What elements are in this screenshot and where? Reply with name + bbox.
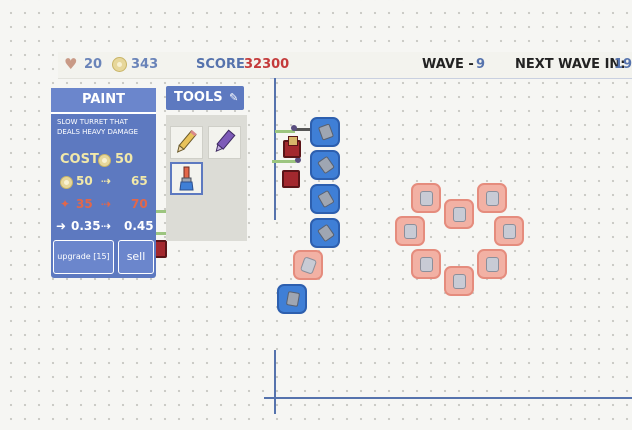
enemy [411, 249, 441, 279]
turret[interactable] [310, 150, 340, 180]
gold-stat-to: 65 [131, 174, 148, 188]
damage-stat-to: 70 [131, 197, 148, 211]
coin-icon [60, 176, 73, 189]
pencil-icon [176, 130, 197, 153]
turret-description: SLOW TURRET THAT DEALS HEAVY DAMAGE [57, 118, 139, 136]
tool-paintbrush[interactable] [170, 162, 203, 195]
arrow-icon: ⇢ [101, 174, 112, 188]
enemy [293, 250, 323, 280]
damage-stat-from: 35 [76, 197, 93, 211]
wave-label: WAVE - [422, 57, 474, 72]
score-label: SCORE [196, 57, 245, 72]
tool-marker[interactable] [208, 126, 241, 159]
enemy [395, 216, 425, 246]
board-left-edge-lower [274, 350, 276, 414]
wave-value: 9 [476, 57, 486, 72]
enemy [494, 216, 524, 246]
link-node [291, 125, 297, 131]
hud-bar: ♥ 20 343 SCORE 32300 WAVE - 9 NEXT WAVE … [58, 52, 632, 79]
next-wave-value: 19 [614, 57, 632, 72]
coin-icon [98, 154, 111, 167]
enemy [444, 266, 474, 296]
board-bottom-edge [264, 397, 632, 399]
path-strip [156, 232, 168, 235]
turret[interactable] [310, 117, 340, 147]
board-left-edge [274, 78, 276, 220]
cost-value: 50 [115, 152, 134, 167]
score-value: 32300 [244, 57, 290, 72]
turret[interactable] [277, 284, 307, 314]
arrow-icon: ⇢ [101, 197, 112, 211]
enemy [477, 183, 507, 213]
sell-button[interactable]: sell [118, 240, 154, 274]
turret-link [294, 128, 314, 131]
cost-label: COST [60, 152, 99, 167]
speed-stat-to: 0.45 [124, 219, 154, 233]
arrow-icon: ⇢ [101, 219, 112, 233]
marker-icon [215, 129, 236, 153]
lives-count: 20 [84, 57, 103, 72]
enemy [444, 199, 474, 229]
gold-count: 343 [131, 57, 159, 72]
heart-icon: ♥ [64, 55, 78, 73]
wall-block[interactable] [282, 170, 300, 188]
gold-stat-from: 50 [76, 174, 93, 188]
turret[interactable] [310, 218, 340, 248]
path-strip [275, 130, 295, 133]
path-strip [156, 210, 168, 213]
damage-icon: ✦ [60, 197, 71, 211]
panel-title: PAINT [51, 88, 156, 114]
next-wave-label: NEXT WAVE IN: [515, 57, 626, 72]
turret-info-panel: PAINT SLOW TURRET THAT DEALS HEAVY DAMAG… [51, 88, 156, 278]
coin-icon [112, 57, 127, 72]
speed-stat-from: 0.35 [71, 219, 101, 233]
paintbrush-icon [179, 166, 194, 191]
tools-title: TOOLS [174, 90, 223, 105]
tool-pencil[interactable] [170, 126, 203, 159]
pencil-icon: ✎ [229, 91, 239, 104]
upgrade-button[interactable]: upgrade [15] [53, 240, 114, 274]
enemy [411, 183, 441, 213]
wall-block[interactable] [283, 136, 301, 158]
enemy [477, 249, 507, 279]
speed-icon: ➜ [56, 219, 67, 233]
tools-header: TOOLS ✎ [166, 86, 244, 110]
path-strip [272, 160, 296, 163]
board-top-edge [270, 78, 632, 79]
turret[interactable] [310, 184, 340, 214]
link-node [295, 157, 301, 163]
